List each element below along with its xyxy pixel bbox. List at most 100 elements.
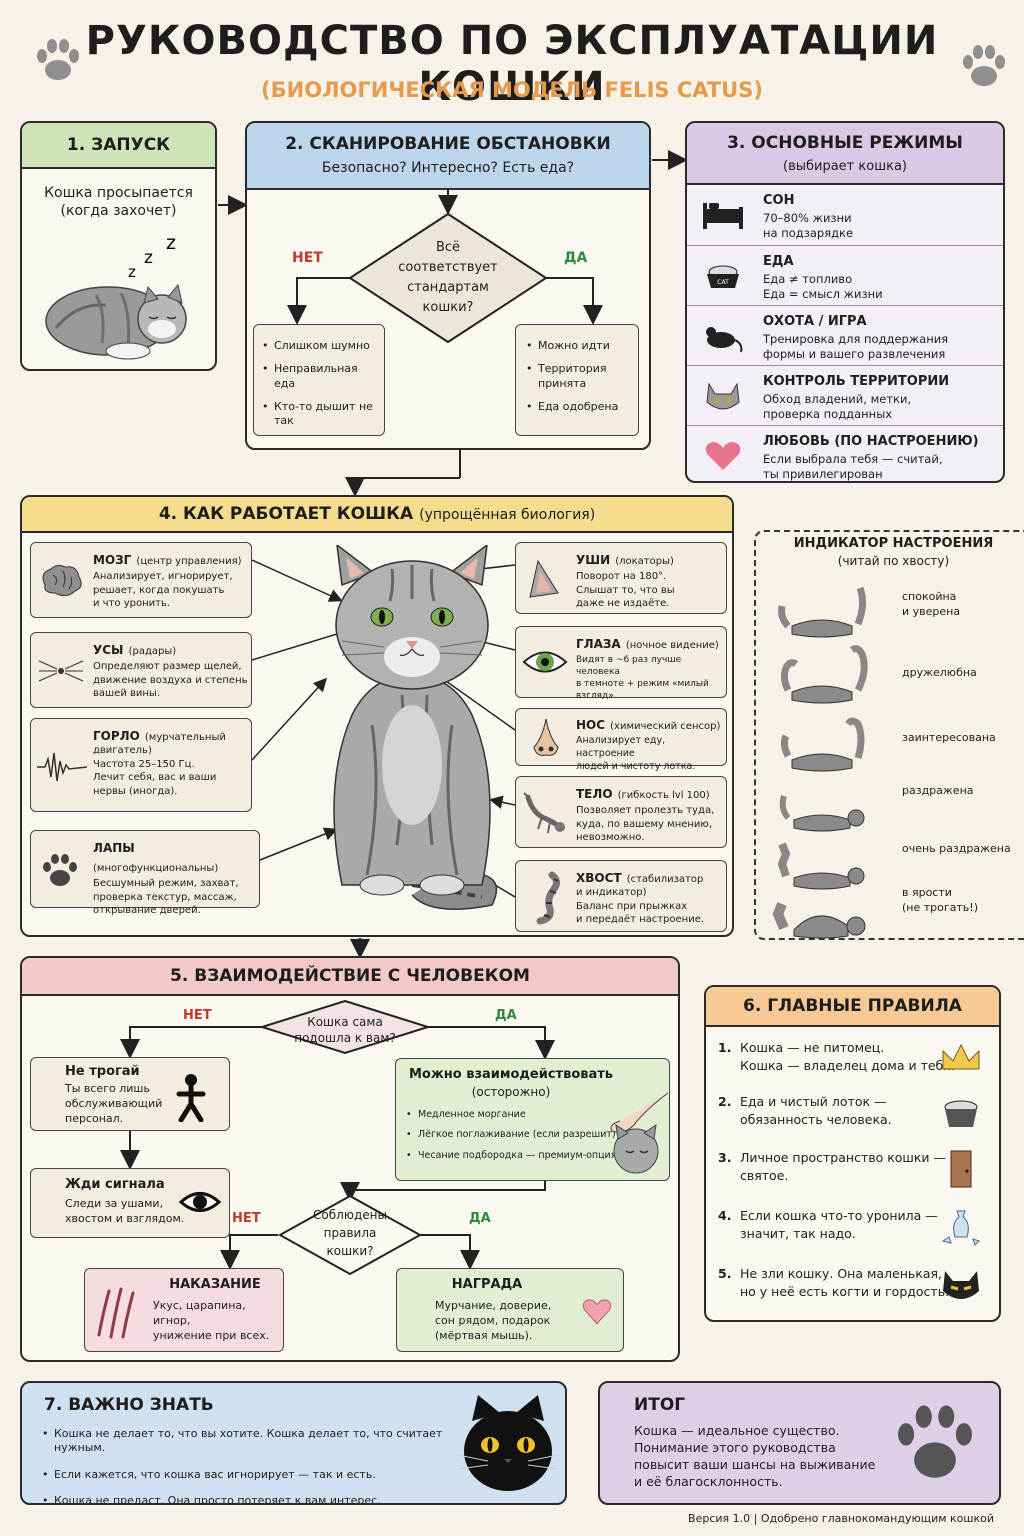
mood-state: в ярости(не трогать!) [902,886,978,914]
organ-name: УСЫ [93,643,124,657]
mode-row-love: ЛЮБОВЬ (ПО НАСТРОЕНИЮ) Если выбрала тебя… [687,425,1003,481]
organ-line: Анализирует еду, настроение [576,735,666,759]
section-important-title: 7. ВАЖНО ЗНАТЬ [44,1395,214,1415]
organ-note: (химический сенсор) [610,721,721,732]
mode-title: ЛЮБОВЬ (ПО НАСТРОЕНИЮ) [763,434,979,449]
rules-yes-label: ДА [469,1211,491,1226]
scan-decision-diamond [348,212,548,344]
rule-item: 5.Не зли кошку. Она маленькая,но у неё е… [718,1265,987,1305]
organ-card-eyes: ГЛАЗА (ночное видение) Видят в ~6 раз лу… [515,626,727,701]
can-interact-item: Лёгкое поглаживание (если разрешит) [406,1129,616,1142]
rule-item: 4.Если кошка что-то уронила —значит, так… [718,1207,987,1247]
organ-line: Слышат то, что вы [576,584,675,596]
organ-line: нервы (иногда). [93,785,178,797]
mode-title: КОНТРОЛЬ ТЕРРИТОРИИ [763,374,950,389]
scan-no-item: Кто-то дышит не так [262,400,376,430]
section-scan-title: 2. СКАНИРОВАНИЕ ОБСТАНОВКИ [285,134,611,154]
punishment-text: Укус, царапина, игнор,унижение при всех. [153,1299,270,1342]
can-interact-list: Медленное моргание Лёгкое поглаживание (… [406,1109,616,1170]
person-icon [176,1074,206,1122]
section-launch-title: 1. ЗАПУСК [22,123,215,169]
scan-yes-list: Можно идти Территория принята Еда одобре… [515,324,639,436]
organ-line: даже не издаёте. [576,598,670,609]
organ-line: Лечит себя, вас и ваши [93,772,217,783]
scan-decision-text: Всё соответствует стандартам кошки? [378,238,518,318]
organ-card-brain: МОЗГ (центр управления) Анализирует, игн… [30,542,252,618]
important-item: Кошка не предаст. Она просто потеряет к … [42,1494,462,1503]
svg-text:z: z [128,263,136,281]
rules-question-diamond [277,1194,423,1276]
mood-state: очень раздражена [902,842,1011,855]
mood-subtitle: (читай по хвосту) [837,554,950,568]
organ-name: НОС [576,718,606,732]
sleeping-cat-icon: z z z [45,233,187,360]
section-modes-subtitle: (выбирает кошка) [783,159,907,174]
can-interact-title: Можно взаимодействовать [408,1067,614,1082]
launch-text-1: Кошка просыпается [44,185,193,201]
mode-title: СОН [763,193,795,208]
organ-line: Позволяет пролезть туда, [576,805,715,816]
can-interact-item: Чесание подбородка — премиум-опция [406,1150,616,1163]
organ-note: (локаторы) [615,556,674,567]
section-important: 7. ВАЖНО ЗНАТЬ Кошка не делает то, что в… [20,1381,567,1505]
food-bowl-icon [944,1100,978,1127]
important-item: Кошка не делает то, что вы хотите. Кошка… [42,1427,462,1456]
organ-note: (гибкость lvl 100) [617,790,710,801]
scan-decision-line: Всё [435,240,461,255]
organ-line: Баланс при прыжках [576,900,688,912]
reward-card: НАГРАДА Мурчание, доверие,сон рядом, под… [396,1268,624,1352]
whiskers-icon [38,660,84,682]
footer-version: Версия 1.0 | Одобрено главнокомандующим … [688,1512,994,1525]
svg-text:z: z [166,233,176,254]
interaction-no-label: НЕТ [183,1008,212,1023]
interaction-yes-label: ДА [495,1008,517,1023]
paw-icon [898,1405,972,1478]
organ-note: (мурчательный [144,732,226,743]
section-interaction-title: 5. ВЗАИМОДЕЙСТВИЕ С ЧЕЛОВЕКОМ [22,958,678,996]
rule-item: 3.Личное пространство кошки —святое. [718,1149,987,1189]
summary-title: ИТОГ [634,1395,686,1415]
section-rules: 6. ГЛАВНЫЕ ПРАВИЛА 1.Кошка — не питомец.… [704,985,1001,1322]
wait-signal-title: Жди сигнала [65,1177,165,1192]
sound-wave-icon [37,752,87,782]
organ-line: Поворот на 180°. [576,571,667,582]
paw-icon [43,854,77,886]
organ-name: УШИ [576,553,611,567]
section-modes: 3. ОСНОВНЫЕ РЕЖИМЫ (выбирает кошка) СОН … [685,121,1005,483]
page-subtitle: (БИОЛОГИЧЕСКАЯ МОДЕЛЬ FELIS CATUS) [261,78,763,102]
organ-line: в темноте + режим «милый [576,679,709,690]
organ-name: ХВОСТ [576,871,622,885]
heart-icon [582,1299,612,1325]
crown-icon [942,1043,980,1070]
svg-text:z: z [144,248,153,268]
organ-card-nose: НОС (химический сенсор) Анализирует еду,… [515,708,727,772]
ear-icon [529,559,559,598]
svg-text:CAT: CAT [717,279,729,286]
organ-line: невозможно. [576,832,645,843]
section-modes-header: 3. ОСНОВНЫЕ РЕЖИМЫ (выбирает кошка) [687,123,1003,185]
scan-yes-item: Можно идти [526,339,630,354]
page-title: РУКОВОДСТВО ПО ЭКСПЛУАТАЦИИ КОШКИ [85,18,939,110]
mood-state: заинтересована [902,731,996,744]
mood-state: дружелюбна [902,666,977,679]
organ-name: ТЕЛО [576,787,613,801]
interaction-question-diamond [258,999,432,1055]
organ-note: (стабилизатор [626,874,704,885]
mouse-icon [706,327,743,353]
mood-cats [772,586,868,939]
punishment-title: НАКАЗАНИЕ [169,1277,261,1292]
mode-row-territory: КОНТРОЛЬ ТЕРРИТОРИИ Обход владений, метк… [687,365,1003,425]
organ-line: Частота 25–150 Гц. [93,758,195,770]
organ-note: (центр управления) [136,556,242,567]
organ-line: Анализирует, игнорирует, [93,571,233,582]
organ-name: ГОРЛО [93,729,140,743]
mood-state: раздражена [902,784,974,797]
